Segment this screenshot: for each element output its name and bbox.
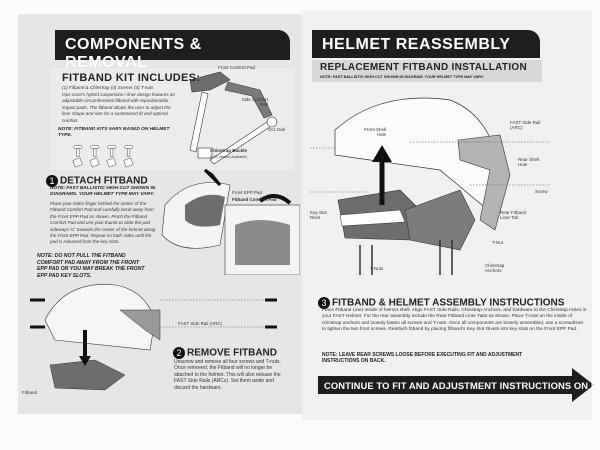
label-t-nut: T-Nut (492, 240, 504, 245)
step3-number: 3 (318, 296, 330, 309)
replacement-section-bar (312, 60, 542, 82)
label-rear-shell-hole: Rear Shell Hole (518, 157, 540, 167)
label-front-epp-pad: Front EPP Pad (232, 190, 262, 195)
fitband-kit-panel (50, 68, 295, 170)
label-fitband-comfort-pad: Fitband Comfort Pad (232, 197, 277, 202)
step1-note: NOTE: FAST BALLISTIC HIGH CUT SHOWN IN D… (50, 186, 156, 198)
label-side-comfort-pad: Side Comfort Pad (241, 97, 268, 107)
label-front-shell-hole: Front Shell Hole (364, 127, 386, 137)
label-screw: Screw (535, 189, 548, 194)
step3-body: Place Fitband Liner inside of helmet she… (322, 308, 587, 332)
kit-description: Ops-Core's hybrid suspension / liner des… (62, 92, 175, 123)
screws-and-tnuts-illustration (72, 145, 134, 168)
label-occ-dial: Occ Dial (268, 127, 286, 132)
replacement-note: NOTE: FAST BALLISTIC HIGH CUT SHOWN IN D… (320, 75, 485, 79)
label-chinstrap-anchors: Chinstrap Anchors (485, 263, 505, 273)
detach-fitband-illustration (161, 168, 300, 275)
fitband-chinstrap-illustration (189, 71, 278, 165)
helmet-reassembly-title: HELMET REASSEMBLY (312, 30, 540, 58)
continue-banner (318, 376, 574, 394)
continue-banner-text: CONTINUE TO FIT AND ADJUSTMENT INSTRUCTI… (324, 380, 600, 391)
label-front-comfort-pad: Front Comfort Pad (218, 65, 256, 70)
label-chinstrap-buckle: Chinstrap Buckle (210, 148, 248, 153)
replacement-heading: REPLACEMENT FITBAND INSTALLATION (320, 62, 527, 73)
components-removal-title: COMPONENTS & REMOVAL (55, 30, 290, 71)
label-key-slot-rivet: Key Slot Rivet (310, 210, 327, 220)
step1-number: 1 (46, 174, 58, 187)
kit-contents: (1) Fitband & Chinstrap (4) Screws (4) T… (62, 85, 154, 90)
remove-fitband-illustration (30, 284, 277, 391)
label-t-nuts: T-Nuts (370, 266, 384, 271)
helmet-reassembly-diagram (310, 97, 550, 275)
label-fast-side-rail: FAST Side Rail (ARC) (178, 321, 223, 326)
label-chinstrap-buckle-note: (L4S Version Available) (210, 155, 248, 159)
kit-heading: FITBAND KIT INCLUDES: (62, 72, 201, 84)
step1-warning: NOTE: DO NOT PULL THE FITBAND COMFORT PA… (37, 253, 145, 279)
label-fitband: Fitband (22, 390, 38, 395)
kit-note: NOTE: FITBAND KITS VARY BASED ON HELMET … (58, 127, 170, 139)
step3-note: NOTE: LEAVE REAR SCREWS LOOSE BEFORE EXE… (322, 352, 523, 365)
step2-number: 2 (173, 346, 185, 359)
continue-arrow-icon (572, 368, 594, 402)
step1-body: Place your index finger behind the cente… (50, 201, 156, 245)
step2-body: Unscrew and remove all four screws and T… (174, 359, 281, 391)
label-rear-fitband-liner-tab: Rear Fitband Liner Tab (500, 210, 527, 220)
label-side-rail-right: FAST Side Rail (ARC) (510, 120, 541, 130)
